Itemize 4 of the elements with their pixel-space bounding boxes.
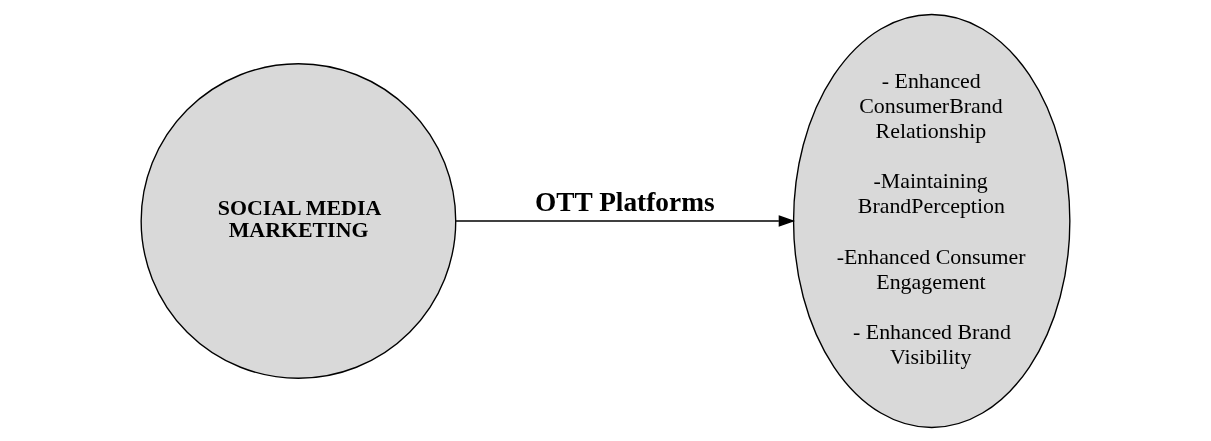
node-circle: SOCIAL MEDIA MARKETING: [140, 62, 457, 379]
node-ellipse: - Enhanced ConsumerBrand Relationship -Maintaining BrandPerception -Enhanced Consumer Engagement - Enhanced Brand Visibility: [792, 13, 1071, 428]
edge-label: OTT Platforms: [535, 186, 715, 217]
arrow: [455, 214, 796, 227]
